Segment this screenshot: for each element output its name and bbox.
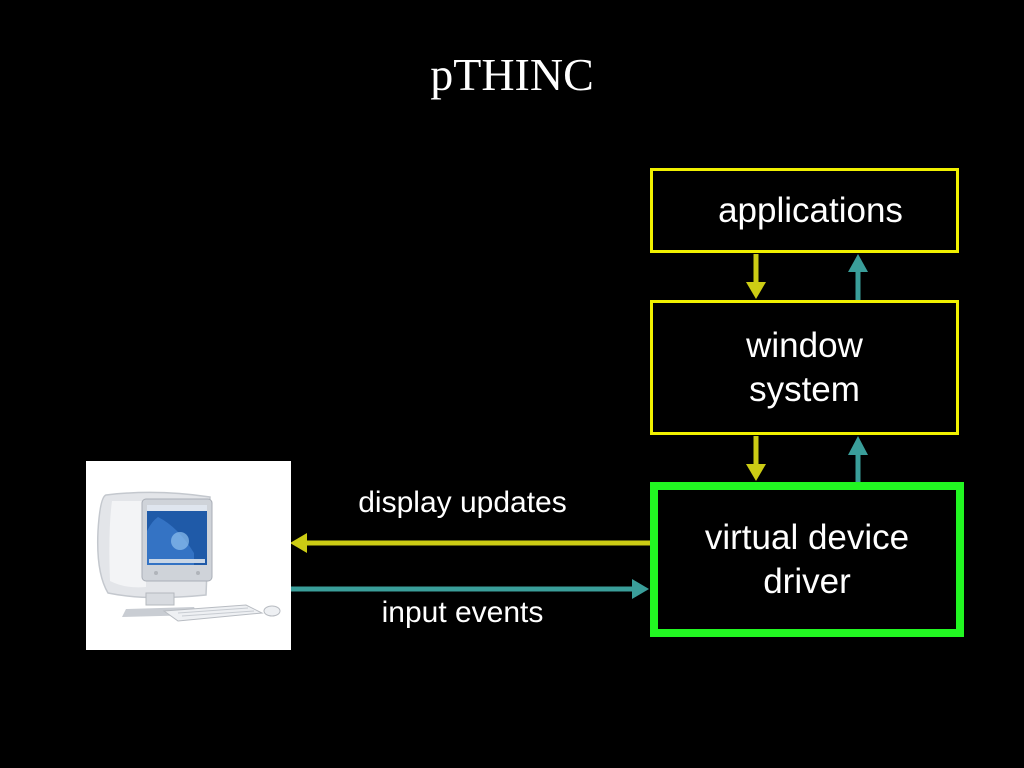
display-updates-label: display updates [358,486,567,519]
imac-computer-icon [86,461,291,650]
virtual-device-driver-box: virtual device driver [650,482,964,637]
slide-title: pTHINC [430,49,594,100]
window-system-label-line1: window [746,325,863,365]
input-events-label: input events [381,596,544,629]
applications-label: applications [718,190,903,230]
arrow-input-events [291,579,649,599]
arrow-window-to-driver [746,436,766,481]
virtual-device-label-line2: driver [763,561,851,601]
arrow-apps-to-window [746,254,766,299]
window-system-label-line2: system [749,369,860,409]
arrow-window-to-apps [848,254,868,300]
applications-box: applications [650,168,959,253]
virtual-device-label-line1: virtual device [704,517,910,557]
arrow-display-updates [290,533,650,553]
window-system-box: window system [650,300,959,435]
arrow-driver-to-window [848,436,868,483]
